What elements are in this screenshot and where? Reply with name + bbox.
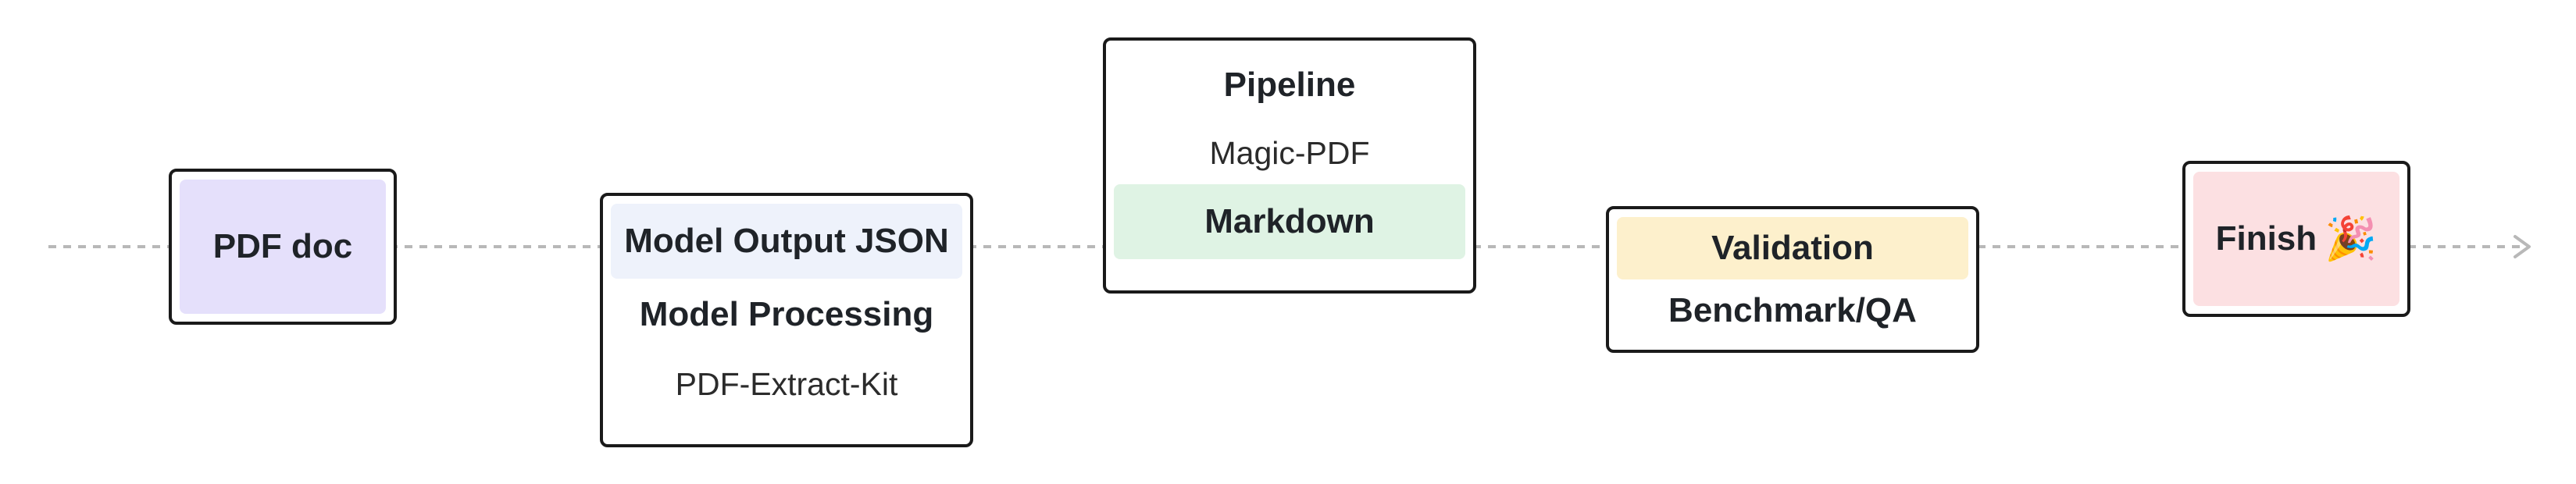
markdown-label: Markdown — [1114, 184, 1465, 259]
pipeline-node: Pipeline Magic-PDF Markdown — [1103, 37, 1476, 294]
finish-row: Finish 🎉 — [2193, 172, 2399, 306]
model-output-json-label: Model Output JSON — [611, 204, 962, 279]
model-node: Model Output JSON Model Processing PDF-E… — [600, 193, 973, 447]
party-popper-icon: 🎉 — [2324, 214, 2378, 263]
benchmark-qa-label: Benchmark/QA — [1668, 291, 1917, 329]
validation-label: Validation — [1617, 217, 1968, 279]
pdf-doc-node: PDF doc — [169, 169, 397, 325]
pipeline-label: Pipeline — [1223, 66, 1356, 104]
arrowhead-icon — [2514, 235, 2531, 258]
pdf-doc-label: PDF doc — [180, 180, 386, 314]
finish-node: Finish 🎉 — [2182, 161, 2410, 317]
finish-label: Finish — [2215, 219, 2317, 258]
pdf-extract-kit-label: PDF-Extract-Kit — [675, 365, 898, 402]
magic-pdf-label: Magic-PDF — [1209, 134, 1370, 171]
validation-node: Validation Benchmark/QA — [1606, 206, 1979, 353]
model-processing-label: Model Processing — [639, 295, 934, 333]
